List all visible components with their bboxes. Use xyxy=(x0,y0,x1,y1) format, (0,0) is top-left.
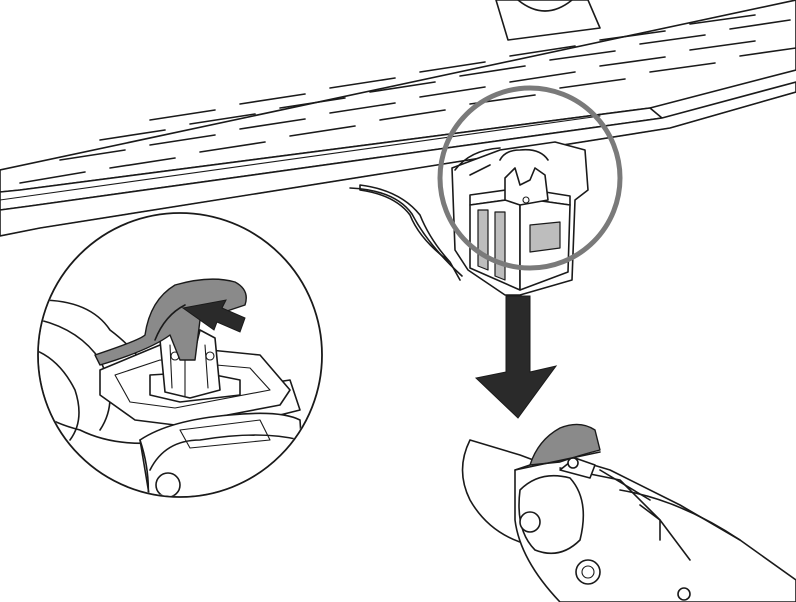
arrow-down-icon xyxy=(474,295,558,419)
monitor-arm xyxy=(461,423,796,602)
magnifier-circle-icon xyxy=(37,212,323,498)
arrow-left-icon xyxy=(181,299,246,333)
quick-release-bracket xyxy=(451,141,589,296)
highlight-circle-icon xyxy=(437,85,623,271)
monitor-tray xyxy=(0,0,796,281)
